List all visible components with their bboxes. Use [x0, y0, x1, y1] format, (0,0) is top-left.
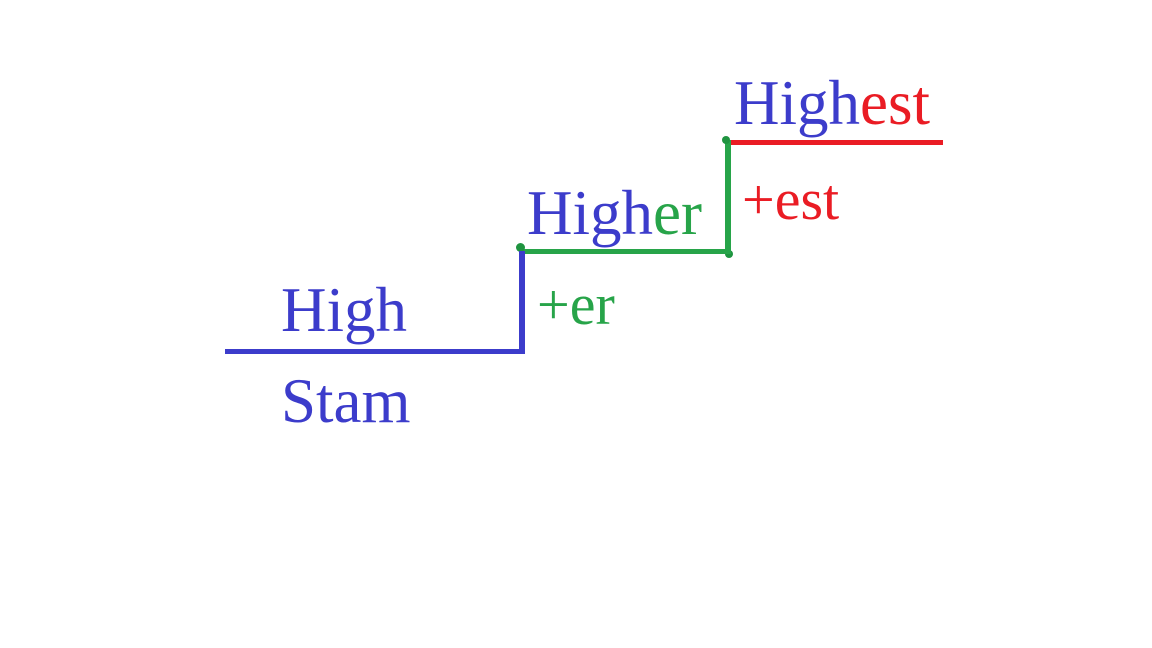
word-highest-base: High: [734, 68, 860, 138]
step-line-anchor-dot-left: [516, 243, 525, 252]
step-line-superlative: [725, 140, 943, 145]
word-higher-suffix: er: [653, 178, 702, 248]
suffix-annotation-er: +er: [537, 272, 615, 337]
riser-anchor-dot-top: [722, 136, 730, 144]
step-line-comparative: [519, 249, 731, 254]
word-higher-base: High: [527, 178, 653, 248]
word-highest-suffix: est: [860, 68, 930, 138]
word-higher: Higher: [527, 182, 702, 245]
suffix-annotation-est: +est: [742, 167, 840, 232]
step-riser-positive-to-comparative: [519, 251, 525, 354]
word-highest: Highest: [734, 72, 930, 135]
step-riser-comparative-to-superlative: [725, 140, 731, 254]
stem-label: Stam: [281, 366, 411, 436]
word-high: High: [281, 275, 407, 345]
riser-anchor-dot-bottom: [725, 250, 733, 258]
step-line-positive: [225, 349, 525, 354]
